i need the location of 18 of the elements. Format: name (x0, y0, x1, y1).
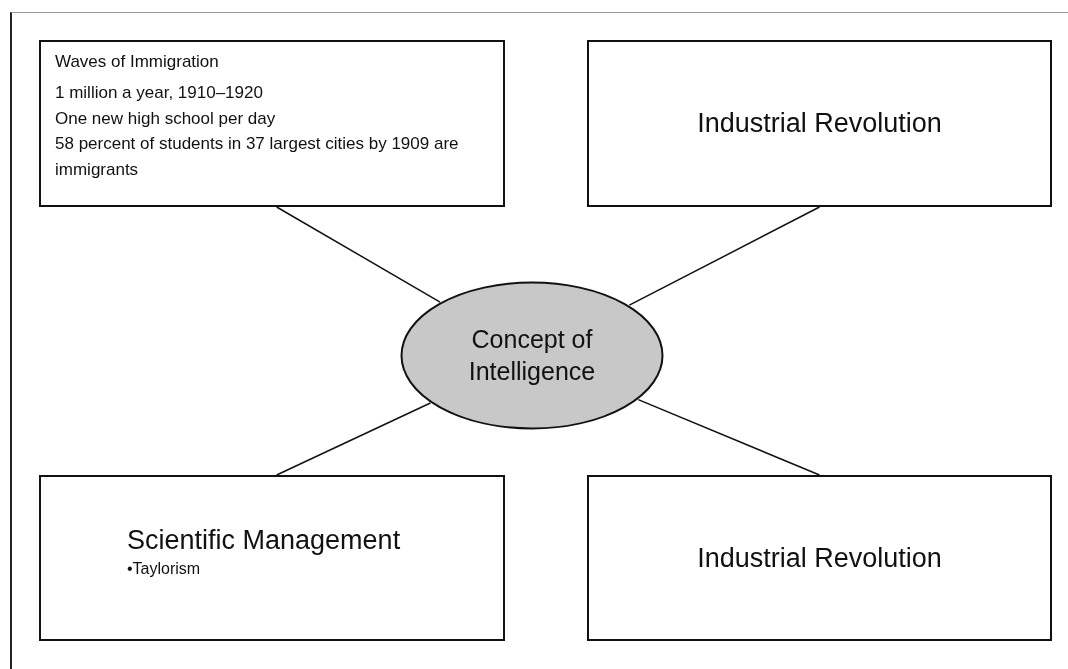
bullet-text: •Taylorism (127, 560, 201, 578)
text-box (39, 40, 505, 207)
box-heading: Scientific Management (127, 525, 401, 556)
bullet-text: One new high school per day (55, 107, 277, 130)
text-box (39, 475, 505, 641)
connector-line (275, 402, 432, 476)
node-title: Concept of Intelligence (467, 324, 597, 387)
concept-ellipse (400, 281, 664, 430)
bullet-text: 1 million a year, 1910–1920 (55, 82, 264, 104)
bullet-text: 58 percent of students in 37 largest cities by 1909 are immigrants (55, 133, 460, 181)
connector-line (628, 206, 821, 306)
text-box (587, 475, 1052, 641)
box-heading: Industrial Revolution (697, 108, 942, 139)
text-box (587, 40, 1052, 207)
box-heading: Industrial Revolution (697, 542, 942, 574)
connector-line (275, 206, 441, 303)
box-heading: Waves of Immigration (55, 52, 220, 72)
connector-line (637, 398, 821, 476)
